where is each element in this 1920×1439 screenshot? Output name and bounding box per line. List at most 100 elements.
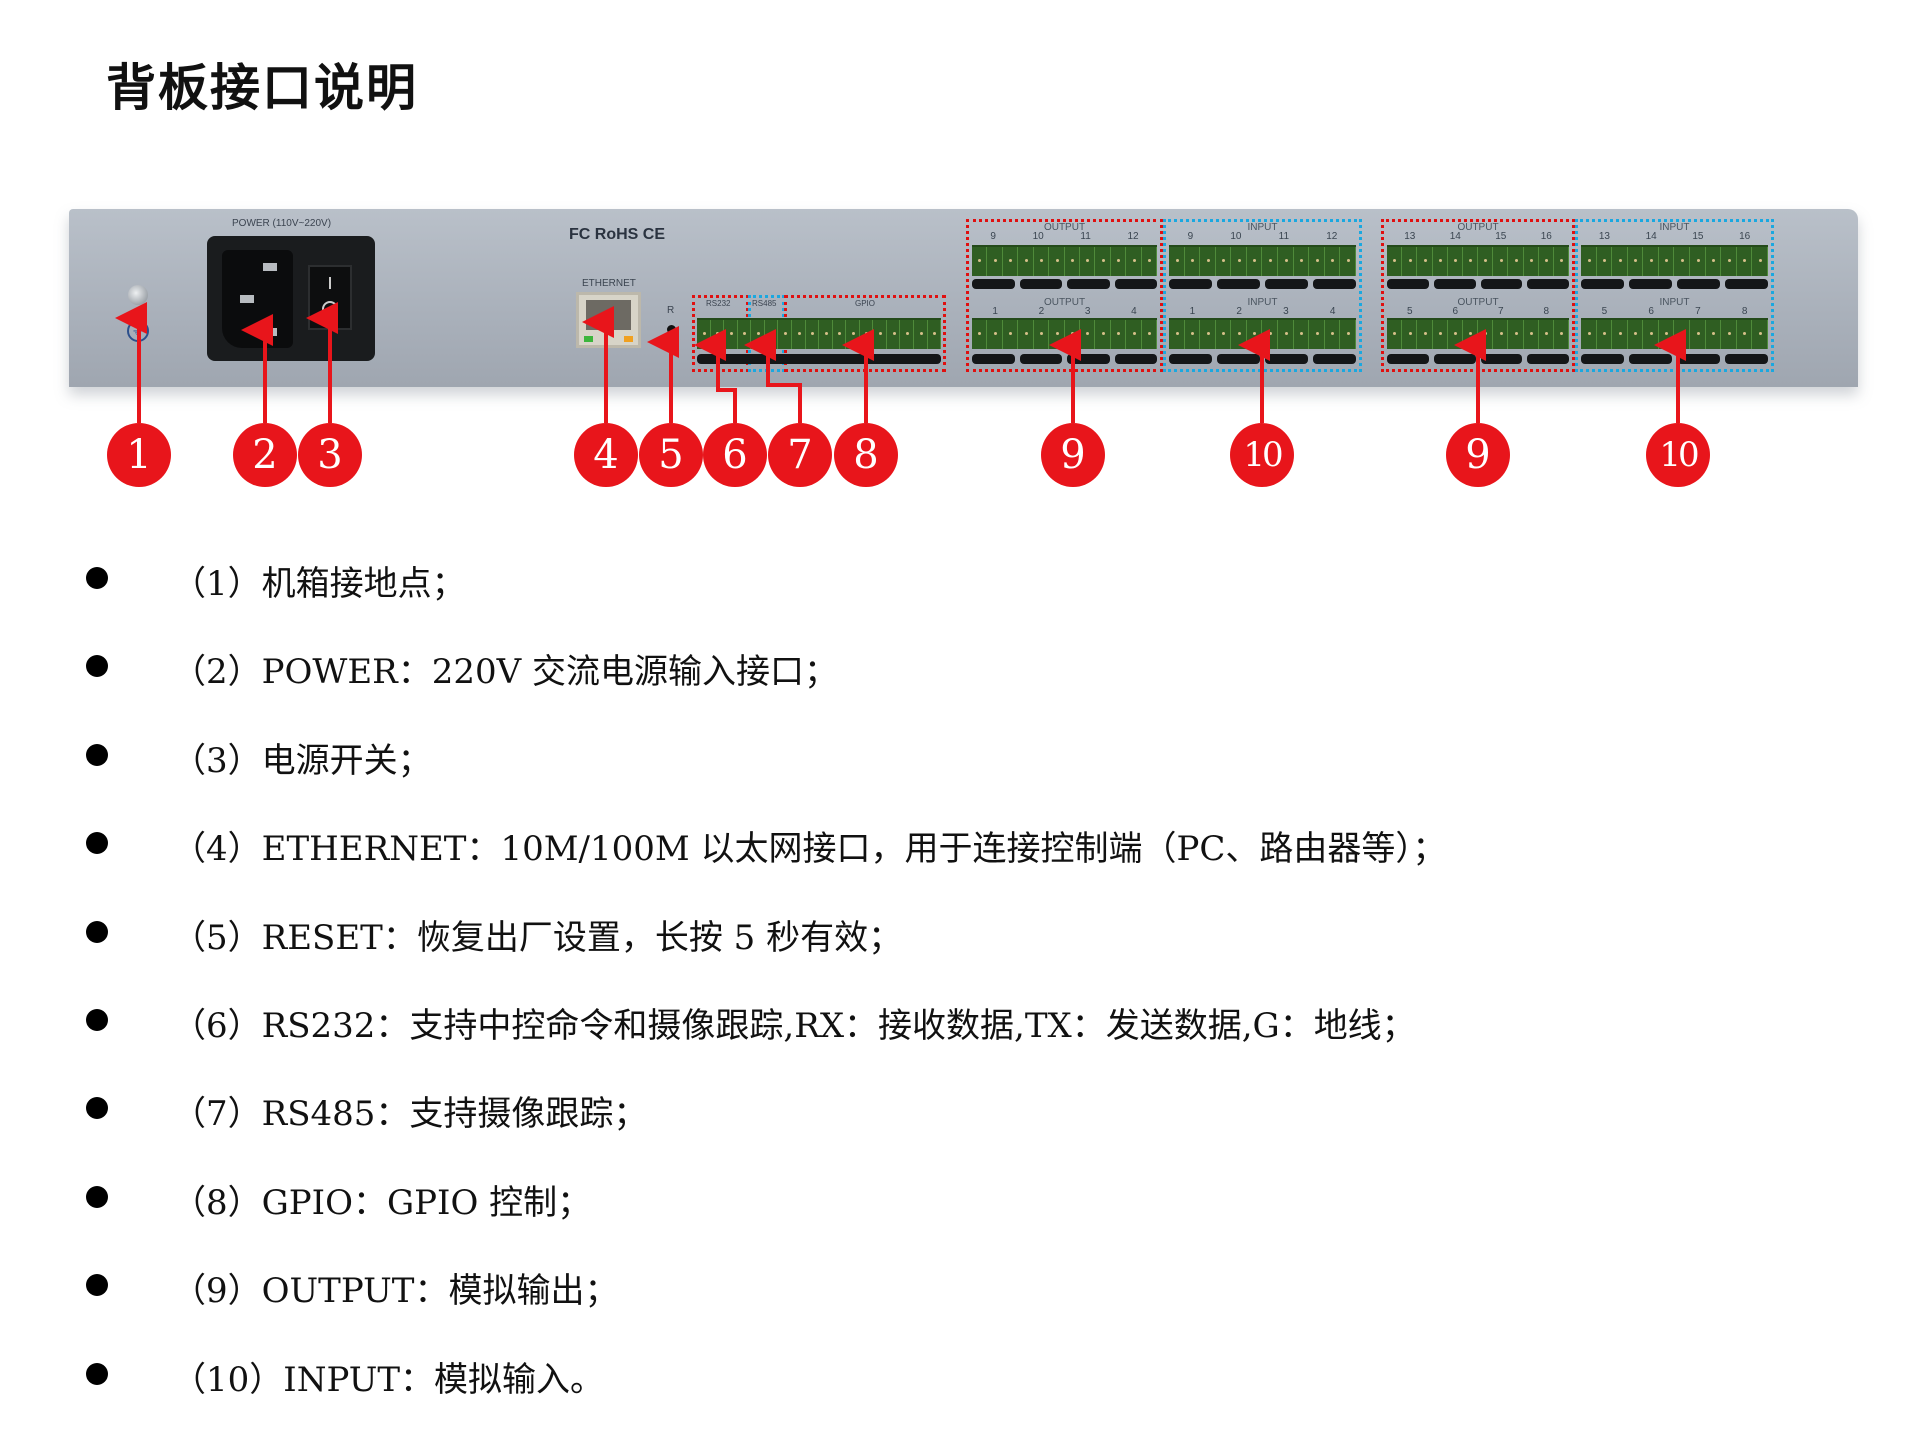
terminal-pin — [1612, 320, 1628, 349]
gpio-label: GPIO — [855, 299, 876, 308]
terminal-pin — [1554, 320, 1570, 349]
terminal-pin — [1463, 247, 1479, 276]
terminal-pin — [1524, 247, 1539, 276]
callout-arrows — [115, 302, 1686, 423]
terminal-pin — [1003, 247, 1019, 276]
list-item: （4）ETHERNET：10M/100M 以太网接口，用于连接控制端（PC、路由… — [172, 829, 1447, 870]
bullet-icon — [86, 1274, 108, 1297]
terminal-block[interactable] — [1387, 245, 1570, 276]
channel-number: 5 — [1406, 306, 1413, 317]
input-label: INPUT — [1247, 222, 1278, 233]
bullet-icon — [86, 567, 108, 589]
bullet-icon — [86, 832, 108, 855]
channel-number: 14 — [1645, 231, 1657, 242]
terminal-pin — [1034, 247, 1050, 276]
callout-10: 10 — [1646, 423, 1710, 487]
bullet-icon — [86, 920, 108, 943]
terminal-pin — [819, 320, 833, 349]
channel-number: 9 — [990, 231, 996, 242]
terminal-pin — [1262, 320, 1279, 349]
channel-number: 11 — [1278, 231, 1290, 242]
input-label: INPUT — [1659, 297, 1690, 308]
rs485-label: RS485 — [752, 299, 777, 308]
terminal-pin — [1417, 320, 1433, 349]
terminal-pin — [1095, 247, 1111, 276]
page-title: 背板接口说明 — [106, 59, 418, 117]
terminal-pin — [873, 320, 887, 349]
terminal-pin — [1309, 320, 1325, 349]
terminal-pin — [1278, 247, 1294, 276]
terminal-pin — [972, 320, 988, 349]
inlet-pin — [240, 295, 254, 303]
callout-3: 3 — [298, 423, 362, 487]
terminal-pin — [1597, 320, 1613, 349]
terminal-block[interactable] — [1169, 245, 1356, 276]
terminal-pin — [1706, 247, 1722, 276]
terminal-pin — [1111, 247, 1127, 276]
terminal-pin — [1200, 247, 1216, 276]
output-label: OUTPUT — [1457, 297, 1499, 308]
callout-6: 6 — [703, 423, 767, 487]
channel-number: 9 — [1187, 231, 1194, 242]
list-item: （5）RESET：恢复出厂设置，长按 5 秒有效； — [172, 917, 903, 958]
terminal-pin — [1539, 320, 1554, 349]
list-item: （1）机箱接地点； — [172, 564, 466, 604]
callout-5: 5 — [639, 423, 703, 487]
channel-number: 6 — [1452, 306, 1459, 317]
list-item: （6）RS232：支持中控命令和摄像跟踪,RX：接收数据,TX：发送数据,G：地… — [172, 1006, 1416, 1046]
polarity-labels — [1581, 279, 1768, 289]
callout-8: 8 — [834, 423, 898, 487]
output-label: OUTPUT — [1043, 222, 1086, 233]
polarity-labels — [972, 279, 1157, 289]
terminal-block[interactable] — [1581, 245, 1768, 276]
gpio-pin-labels — [697, 354, 941, 364]
terminal-block[interactable] — [972, 245, 1158, 276]
activity-led — [624, 336, 633, 342]
terminal-pin — [1309, 247, 1325, 276]
callout-10: 10 — [1230, 423, 1294, 487]
ethernet-label: ETHERNET — [582, 278, 636, 289]
bullet-icon — [86, 655, 108, 678]
bullet-icon — [86, 1009, 108, 1031]
list-item: （3）电源开关； — [172, 740, 432, 781]
bullet-icon — [86, 1362, 108, 1385]
ground-screw-icon — [128, 285, 148, 305]
terminal-pin — [1752, 247, 1768, 276]
reset-label: R — [667, 305, 675, 316]
terminal-pin — [1721, 247, 1737, 276]
channel-number: 16 — [1540, 231, 1552, 242]
terminal-pin — [1737, 320, 1753, 349]
output-group-box — [966, 219, 1163, 372]
terminal-pin — [987, 247, 1003, 276]
terminal-pin — [806, 320, 820, 349]
bullet-icon — [86, 1097, 108, 1120]
terminal-pin — [1185, 247, 1201, 276]
channel-number: 3 — [1084, 306, 1091, 317]
terminal-pin — [1493, 320, 1509, 349]
channel-number: 12 — [1127, 231, 1139, 242]
link-led — [584, 336, 593, 342]
terminal-pin — [1433, 247, 1448, 276]
terminal-pin — [1169, 320, 1185, 349]
rs232-label: RS232 — [706, 299, 731, 308]
terminal-pin — [1340, 320, 1356, 349]
terminal-pin — [1111, 320, 1127, 349]
input-label: INPUT — [1659, 222, 1690, 233]
terminal-pin — [1690, 320, 1706, 349]
terminal-pin — [1185, 320, 1201, 349]
list-item: （10）INPUT：模拟输入。 — [172, 1359, 605, 1400]
terminal-pin — [1294, 320, 1310, 349]
terminal-pin — [1325, 247, 1341, 276]
terminal-pin — [1080, 247, 1096, 276]
terminal-pin — [778, 320, 792, 349]
terminal-pin — [1142, 320, 1158, 349]
certification-marks: FC RoHS CE — [569, 226, 665, 243]
terminal-pin — [1493, 247, 1509, 276]
channel-number: 13 — [1598, 231, 1610, 242]
